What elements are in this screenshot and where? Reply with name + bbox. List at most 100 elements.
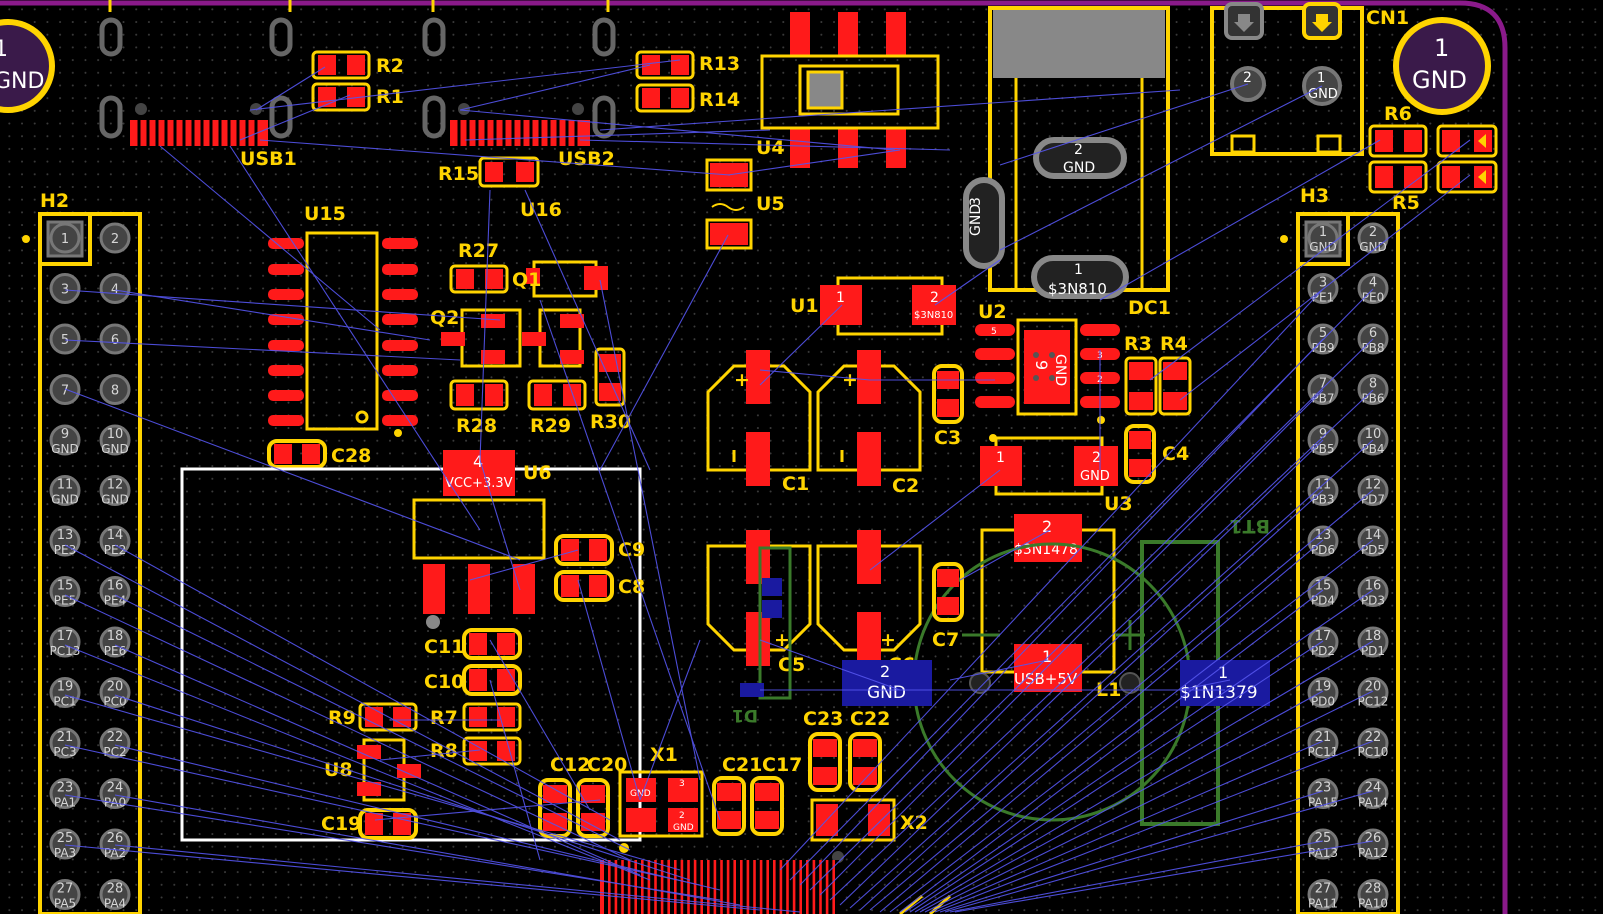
header-pin[interactable]: [1357, 879, 1389, 910]
header-pin[interactable]: [1307, 879, 1339, 910]
selection-box[interactable]: [180, 467, 642, 842]
header-pin[interactable]: [49, 424, 81, 456]
ic-u15[interactable]: U15: [268, 203, 418, 437]
header-pin[interactable]: [99, 222, 131, 254]
header-pin[interactable]: [1307, 778, 1339, 809]
header-pin[interactable]: [99, 424, 131, 456]
capacitor-c1[interactable]: + C1: [706, 350, 812, 495]
regulator-u1[interactable]: 1 2 $3N810 U1: [790, 276, 956, 336]
capacitor-c10[interactable]: C10: [424, 664, 522, 696]
capacitor-c2[interactable]: + C2: [816, 350, 922, 497]
capacitor-c12[interactable]: C12: [538, 754, 590, 838]
component-u5[interactable]: U5: [705, 158, 785, 250]
capacitor-c3[interactable]: C3: [932, 364, 964, 449]
header-pin[interactable]: [49, 727, 81, 759]
header-pin[interactable]: [49, 273, 81, 304]
header-pin[interactable]: [99, 626, 131, 658]
ic-u2[interactable]: GND 9 5 3 2 U2: [975, 301, 1120, 424]
header-pin[interactable]: [99, 727, 131, 759]
header-h3[interactable]: H3 1GND2GND3PE14PE05PB96PB87PB78PB69PB51…: [1296, 185, 1400, 914]
capacitor-c17[interactable]: C17: [750, 754, 802, 836]
resistor-r3[interactable]: R3: [1124, 333, 1158, 416]
resistor-r6[interactable]: R6: [1368, 103, 1428, 158]
regulator-u3[interactable]: 1 2 GND U3: [980, 434, 1133, 515]
dc-jack-dc1[interactable]: 2 GND GND 3 1 $3N810 DC1: [963, 6, 1171, 319]
resistor-r8[interactable]: R8: [430, 736, 522, 766]
header-pin[interactable]: [99, 778, 131, 809]
resistor-r29[interactable]: R29: [527, 379, 587, 437]
header-pin[interactable]: [99, 525, 131, 557]
header-pin[interactable]: [99, 879, 131, 910]
header-pin[interactable]: [99, 828, 131, 860]
header-pin[interactable]: [1357, 828, 1389, 860]
header-pin[interactable]: [99, 475, 131, 506]
resistor-r30[interactable]: R30: [590, 347, 631, 433]
resistor-r15[interactable]: R15: [438, 156, 540, 188]
header-pin[interactable]: [1357, 778, 1389, 809]
header-pin[interactable]: [49, 222, 81, 254]
pin-number: 9: [61, 427, 69, 442]
diode-d1[interactable]: D1: [732, 546, 792, 725]
header-pin[interactable]: [1307, 525, 1339, 557]
header-pin[interactable]: [49, 677, 81, 708]
resistor-r27[interactable]: R27: [449, 240, 509, 294]
crystal-x2[interactable]: X2: [810, 798, 928, 842]
pin-net: PA10: [1358, 897, 1388, 911]
header-pin[interactable]: [49, 626, 81, 658]
resistor-r14[interactable]: R14: [635, 83, 740, 113]
capacitor-c20[interactable]: C20: [576, 754, 627, 838]
header-pin[interactable]: [99, 323, 131, 355]
header-pin[interactable]: [49, 879, 81, 910]
header-pin[interactable]: [99, 374, 131, 405]
header-pin[interactable]: [1357, 525, 1389, 557]
header-pin[interactable]: [49, 323, 81, 355]
resistor-r13[interactable]: R13: [635, 50, 740, 80]
pin-number: 24: [1365, 781, 1382, 796]
resistor-r4[interactable]: R4: [1158, 333, 1192, 416]
transistor-q2[interactable]: Q2: [430, 307, 584, 368]
header-pin[interactable]: [49, 778, 81, 809]
pin-number: 28: [1365, 882, 1382, 897]
header-pin[interactable]: [49, 828, 81, 860]
ic-u8[interactable]: U8: [324, 738, 421, 802]
header-pin[interactable]: [1307, 677, 1339, 708]
capacitor-c19[interactable]: C19: [321, 808, 418, 840]
capacitor-c5[interactable]: + C5: [706, 530, 812, 676]
header-pin[interactable]: [1357, 727, 1389, 759]
header-pin[interactable]: [49, 475, 81, 506]
usb2-connector[interactable]: USB2: [422, 0, 616, 170]
regulator-u6[interactable]: 4 VCC+3.3V U6: [412, 450, 552, 629]
header-pin[interactable]: [1307, 626, 1339, 658]
capacitor-c7[interactable]: C7: [932, 562, 964, 651]
pin-net: PD5: [1361, 543, 1385, 557]
resistor-r28[interactable]: R28: [449, 379, 509, 437]
crystal-x1[interactable]: GND 3 2 GND X1: [618, 744, 704, 853]
capacitor-c11[interactable]: C11: [424, 628, 522, 660]
header-pin[interactable]: [1357, 576, 1389, 607]
capacitor-c21[interactable]: C21: [712, 754, 762, 836]
resistor-r5[interactable]: R5: [1368, 160, 1428, 214]
header-pin[interactable]: [1357, 677, 1389, 708]
header-pin[interactable]: [1357, 626, 1389, 658]
resistor-r7[interactable]: R7: [430, 702, 522, 732]
usb1-connector[interactable]: USB1: [99, 0, 297, 170]
led-pair[interactable]: [1436, 124, 1498, 194]
header-pin[interactable]: [99, 677, 131, 708]
capacitor-c28[interactable]: C28: [267, 439, 371, 469]
switch-u4[interactable]: U4: [756, 12, 940, 168]
pad-gnd-blue[interactable]: 2 GND: [842, 660, 932, 706]
capacitor-c23[interactable]: C23: [803, 708, 843, 792]
capacitor-c22[interactable]: C22: [848, 708, 890, 792]
header-pin[interactable]: [1307, 727, 1339, 759]
header-pin[interactable]: [99, 273, 131, 304]
capacitor-c8[interactable]: C8: [554, 570, 645, 602]
header-pin[interactable]: [49, 525, 81, 557]
capacitor-c6[interactable]: + C6: [816, 530, 922, 676]
capacitor-c4[interactable]: C4: [1124, 424, 1189, 484]
transistor-q1[interactable]: Q1: [512, 260, 608, 298]
capacitor-c9[interactable]: C9: [554, 534, 645, 566]
resistor-r2[interactable]: R2: [311, 50, 404, 80]
